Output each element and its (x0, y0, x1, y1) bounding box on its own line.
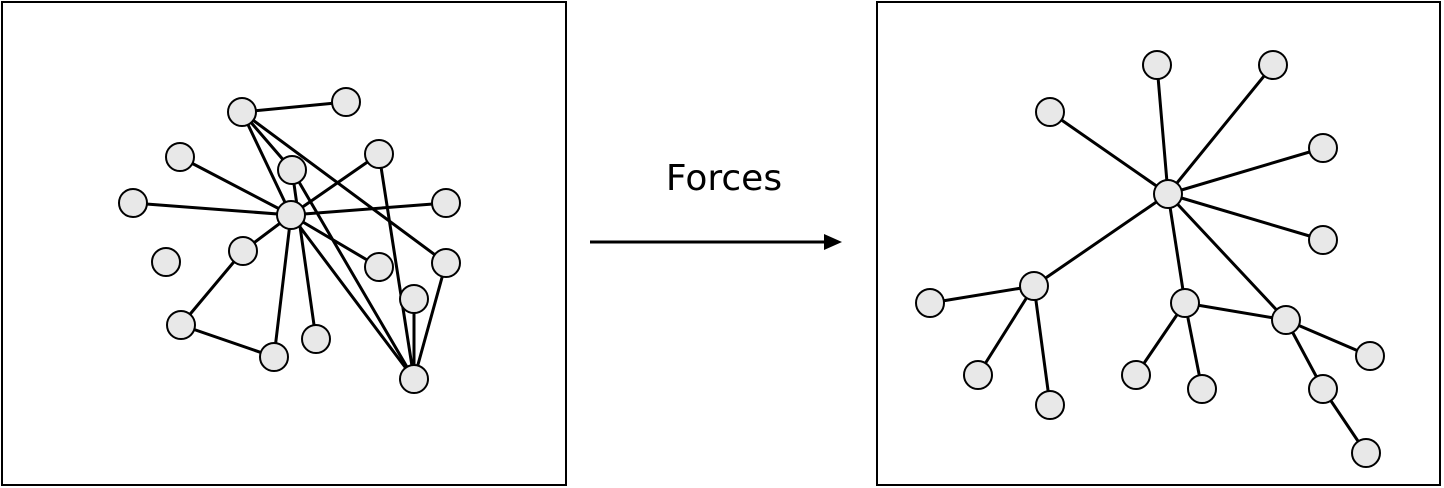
before-edge (179, 323, 276, 359)
after-node (1170, 288, 1200, 318)
before-edge (272, 213, 293, 359)
after-node (1355, 341, 1385, 371)
before-node (431, 188, 461, 218)
before-edge (289, 201, 448, 217)
after-edge (1166, 63, 1275, 196)
before-graph-nodes (118, 87, 461, 394)
after-node (1142, 50, 1172, 80)
before-edge (289, 152, 381, 217)
before-node (277, 155, 307, 185)
after-node (1187, 374, 1217, 404)
before-node (331, 87, 361, 117)
arrow-head (824, 234, 842, 250)
before-node (399, 364, 429, 394)
after-node (963, 360, 993, 390)
before-node (228, 236, 258, 266)
after-node (1308, 374, 1338, 404)
before-node (227, 97, 257, 127)
arrow-label: Forces (666, 158, 782, 199)
before-edge (289, 213, 416, 381)
after-edge (1183, 301, 1288, 322)
after-node (1308, 225, 1338, 255)
before-node (431, 248, 461, 278)
after-edge (1166, 192, 1187, 305)
before-edge (179, 249, 245, 327)
after-edge (1166, 146, 1325, 196)
before-node (301, 324, 331, 354)
before-node (118, 188, 148, 218)
after-node (1271, 305, 1301, 335)
after-edge (1155, 63, 1170, 196)
before-node (399, 284, 429, 314)
after-edge (1284, 318, 1372, 358)
after-node (1308, 133, 1338, 163)
before-edge (240, 100, 348, 114)
before-panel-frame (1, 1, 567, 486)
after-node (1153, 179, 1183, 209)
after-edge (976, 284, 1036, 377)
before-node (364, 252, 394, 282)
after-node (1035, 97, 1065, 127)
before-node (364, 139, 394, 169)
before-node (151, 247, 181, 277)
after-node (915, 288, 945, 318)
before-edge (412, 261, 448, 381)
after-graph-nodes (915, 50, 1385, 468)
after-edge (1032, 284, 1052, 407)
after-node (1121, 360, 1151, 390)
before-edge (240, 110, 293, 217)
before-node (259, 342, 289, 372)
before-edge (131, 201, 293, 217)
before-edge (290, 168, 416, 381)
after-node (1351, 438, 1381, 468)
after-edge (928, 284, 1036, 305)
forces-arrow (590, 234, 842, 250)
after-node (1258, 50, 1288, 80)
before-node (165, 142, 195, 172)
after-edge (1166, 192, 1325, 242)
after-edge (1048, 110, 1170, 196)
after-node (1019, 271, 1049, 301)
before-edge (178, 155, 293, 217)
before-node (166, 310, 196, 340)
before-edge (377, 152, 416, 381)
after-edge (1032, 192, 1170, 288)
before-node (276, 200, 306, 230)
after-edge (1166, 192, 1288, 322)
after-node (1035, 390, 1065, 420)
before-edge (240, 110, 448, 265)
before-edge (290, 168, 318, 341)
before-edge (289, 213, 381, 269)
